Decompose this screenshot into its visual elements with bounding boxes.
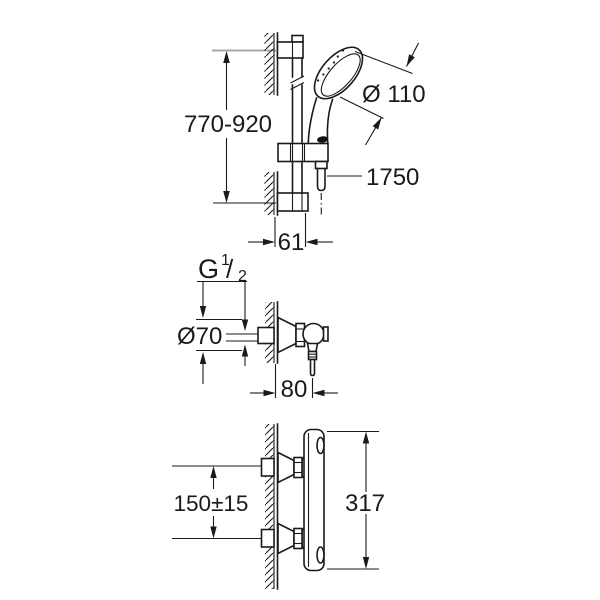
handle-left-edge xyxy=(307,96,318,145)
hose-connector-nut xyxy=(307,350,318,361)
shower-rail xyxy=(290,57,305,194)
union-ball-body xyxy=(302,322,325,346)
dim-label-thread-denominator: 2 xyxy=(238,268,247,285)
dimension-wall-depth: 80 xyxy=(250,364,338,403)
wall-section-top xyxy=(264,32,279,96)
dimension-wall-to-rail: 61 xyxy=(248,213,333,256)
dim-label-wall-depth: 80 xyxy=(281,376,308,403)
wall-section-bottom xyxy=(264,171,279,216)
mixer-union-side-view: G 1 / 2 Ø70 xyxy=(177,252,338,403)
dimension-mixer-height: 317 xyxy=(327,430,385,570)
hand-shower xyxy=(307,46,364,145)
dim-label-mixer-height: 317 xyxy=(345,490,385,517)
outlet-neck xyxy=(306,342,319,353)
rail-top-bracket xyxy=(276,34,304,59)
outlet-pipe xyxy=(309,358,316,377)
dim-label-head-diameter: Ø 110 xyxy=(362,81,426,108)
dimension-escutcheon: Ø70 xyxy=(177,318,259,384)
shower-holder xyxy=(277,142,329,163)
volume-handle xyxy=(316,546,325,564)
dimension-thread: G 1 / 2 xyxy=(197,252,249,366)
dim-label-escutcheon-diameter: Ø70 xyxy=(177,323,222,350)
temperature-handle xyxy=(316,436,325,455)
dim-label-wall-to-rail: 61 xyxy=(278,229,305,256)
wall-section-lower xyxy=(265,423,279,590)
spray-holes xyxy=(317,49,345,82)
dimension-head-diameter: Ø 110 xyxy=(339,42,426,146)
dim-label-hose-length: 1750 xyxy=(366,164,419,191)
thermostat-side-view: 150±15 317 xyxy=(172,423,385,590)
dim-label-thread-g: G xyxy=(198,254,219,284)
shower-hose xyxy=(314,160,328,217)
handle-inlet-shadow xyxy=(317,136,328,143)
dim-label-rail-height: 770-920 xyxy=(184,111,272,138)
handle-right-edge xyxy=(326,98,334,145)
dim-label-thread-slash: / xyxy=(226,254,234,284)
hand-shower-rail-view: 770-920 Ø 110 1750 61 xyxy=(184,32,426,256)
dimension-hose-length: 1750 xyxy=(327,164,419,191)
dim-label-thread-numerator: 1 xyxy=(221,252,230,269)
thermostat-body xyxy=(303,428,325,572)
rail-bottom-bracket xyxy=(276,192,309,212)
s-union-fitting xyxy=(257,316,329,377)
dimension-inlet-distance: 150±15 xyxy=(172,465,261,540)
dim-label-inlet-distance: 150±15 xyxy=(174,491,249,516)
dimension-rail-height: 770-920 xyxy=(184,51,276,204)
